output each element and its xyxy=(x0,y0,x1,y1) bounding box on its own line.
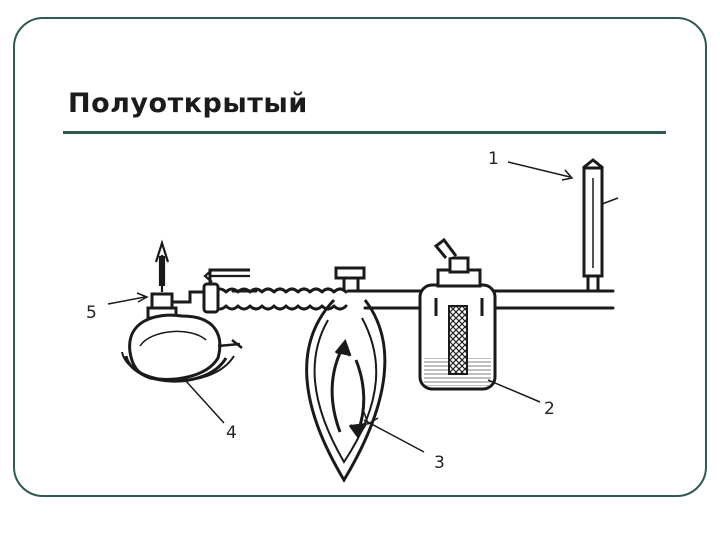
corrugated-hose xyxy=(212,287,348,311)
gas-flow-arrows xyxy=(330,338,368,439)
bag-connector-cap xyxy=(334,266,366,280)
soda-lime-cartridge xyxy=(448,305,468,375)
label-2: 2 xyxy=(544,399,555,419)
slide-title: Полуоткрытый xyxy=(68,88,308,119)
slide-frame xyxy=(13,17,707,497)
label-3: 3 xyxy=(434,453,445,473)
title-underline xyxy=(63,131,666,134)
face-mask xyxy=(121,313,243,383)
exhaust-arrows xyxy=(154,239,250,292)
label-5: 5 xyxy=(86,303,97,323)
breathing-bag xyxy=(305,266,387,483)
label-1: 1 xyxy=(488,149,499,169)
label-4: 4 xyxy=(226,423,237,443)
co2-absorber xyxy=(418,237,497,391)
manometer xyxy=(582,158,619,292)
callout-leaders xyxy=(107,161,574,453)
